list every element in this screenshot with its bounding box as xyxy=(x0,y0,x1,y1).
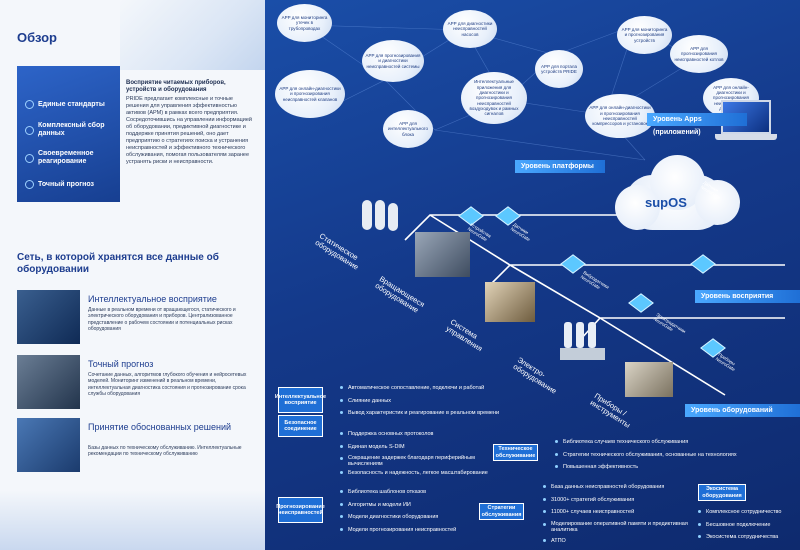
list-item: Моделирование оперативной памяти и преди… xyxy=(543,521,688,537)
list-item: Алгоритмы и модели ИИ xyxy=(340,501,480,514)
card-forecast: Точный прогноз Сочетание данных, алгорит… xyxy=(17,355,251,409)
perception-list: Автоматическое сопоставление, подключи и… xyxy=(340,384,540,422)
right-panel: APP для мониторинга утечек в трубопровод… xyxy=(265,0,800,550)
card-text: Сочетание данных, алгоритмов глубокого о… xyxy=(88,372,247,397)
feature-label: Точный прогноз xyxy=(38,181,95,188)
overview-title: Обзор xyxy=(17,30,57,45)
list-item: База данных неисправностей оборудования xyxy=(543,483,688,496)
app-bubble[interactable]: APP для интеллектуального блока xyxy=(383,110,433,148)
list-item: 11000+ случаев неисправностей xyxy=(543,508,688,521)
response-icon xyxy=(25,153,34,163)
card-image xyxy=(17,418,80,472)
list-item: Автоматическое сопоставление, подключи и… xyxy=(340,384,540,397)
left-top-art xyxy=(120,0,265,70)
list-item: Комплексное сотрудничество xyxy=(698,508,798,521)
maintenance-list: Библиотека случаев технического обслужив… xyxy=(555,438,775,476)
list-item: АТПО xyxy=(543,537,688,550)
list-item: Безопасность и надежность, легкое масшта… xyxy=(340,469,490,482)
perception-tag: Интеллектуальное восприятие xyxy=(275,387,326,413)
app-bubble[interactable]: APP для диагностики неисправностей насос… xyxy=(443,10,497,48)
card-title: Интеллектуальное восприятие xyxy=(88,294,217,304)
feature-item: Комплексный сбор данных xyxy=(25,122,117,138)
list-item: Поддержка основных протоколов xyxy=(340,430,490,443)
instruments-image xyxy=(625,362,673,397)
overview-heading: Восприятие читаемых приборов, устройств … xyxy=(126,80,226,93)
list-item: Слияние данных xyxy=(340,397,540,410)
feature-label: Своевременное реагирование xyxy=(38,150,94,165)
prediction-tag: Прогнозирование неисправностей xyxy=(276,497,325,523)
overview-feature-panel: Единые стандарты Комплексный сбор данных… xyxy=(17,66,120,202)
list-item: Повышенная эффективность xyxy=(555,463,775,476)
card-text: Данные в реальном времени от вращающегос… xyxy=(88,307,236,332)
list-item: 31000+ стратегий обслуживания xyxy=(543,496,688,509)
list-item: Сокращение задержек благодаря периферийн… xyxy=(340,455,490,469)
electrical-equipment-image xyxy=(560,322,605,362)
cloud-icon xyxy=(605,150,745,240)
static-equipment-image xyxy=(360,195,400,235)
feature-item: Единые стандарты xyxy=(25,100,105,109)
list-item: Библиотека шаблонов отказов xyxy=(340,488,480,501)
standard-icon xyxy=(25,100,34,109)
card-decisions: Принятие обоснованных решений Базы данны… xyxy=(17,418,251,472)
strategies-tag: Стратегии обслуживания xyxy=(479,503,524,520)
left-bottom-art xyxy=(0,490,265,550)
connection-tag: Безопасное соединение xyxy=(278,415,323,437)
list-item: Стратегии технического обслуживания, осн… xyxy=(555,451,775,464)
rotating-equipment-image xyxy=(415,232,470,277)
card-perception: Интеллектуальное восприятие Данные в реа… xyxy=(17,290,251,344)
prediction-list: Библиотека шаблонов отказов Алгоритмы и … xyxy=(340,488,480,538)
level-equipment: Уровень оборудований xyxy=(685,404,800,417)
level-perception: Уровень восприятия xyxy=(695,290,800,303)
maintenance-tag: Техническое обслуживание xyxy=(493,444,538,461)
card-title: Точный прогноз xyxy=(88,359,154,369)
strategies-list: База данных неисправностей оборудования … xyxy=(543,483,688,549)
connection-list: Поддержка основных протоколов Единая мод… xyxy=(340,430,490,482)
overview-body: PRIDE предлагает комплексные и точные ре… xyxy=(126,96,252,165)
ecosystem-tag: Экосистема оборудования xyxy=(698,484,746,501)
ecosystem-list: Комплексное сотрудничество Бесшовное под… xyxy=(698,508,798,546)
app-bubble[interactable]: APP для прогнозирования неисправностей к… xyxy=(670,35,728,73)
feature-label: Комплексный сбор данных xyxy=(38,122,105,137)
platform-name: supOS xyxy=(645,195,687,210)
control-system-image xyxy=(485,282,535,322)
network-title: Сеть, в которой хранятся все данные об о… xyxy=(17,252,219,275)
app-bubble[interactable]: APP для онлайн-диагностики и прогнозиров… xyxy=(275,70,345,118)
list-item: Вывод характеристик и реагирование в реа… xyxy=(340,409,540,422)
app-bubble[interactable]: APP для портала устройств PRIDE xyxy=(535,50,583,88)
feature-item: Точный прогноз xyxy=(25,180,94,189)
card-image xyxy=(17,355,80,409)
list-item: Экосистема сотрудничества xyxy=(698,533,798,546)
card-text: Базы данных по техническому обслуживанию… xyxy=(88,445,242,458)
app-bubble[interactable]: APP для мониторинга и прогнозирования ус… xyxy=(617,16,672,54)
card-title: Принятие обоснованных решений xyxy=(88,422,231,432)
app-bubble[interactable]: APP для прогнозирования и диагностики не… xyxy=(362,40,424,82)
data-collection-icon xyxy=(25,125,34,135)
level-platform: Уровень платформы xyxy=(515,160,605,173)
list-item: Библиотека случаев технического обслужив… xyxy=(555,438,775,451)
left-panel: Обзор Единые стандарты Комплексный сбор … xyxy=(0,0,265,550)
app-bubble[interactable]: APP для онлайн-диагностики и прогнозиров… xyxy=(585,94,655,138)
app-bubble[interactable]: APP для мониторинга утечек в трубопровод… xyxy=(277,4,332,42)
level-apps: Уровень Apps (приложений) xyxy=(647,113,747,136)
list-item: Модели диагностики оборудования xyxy=(340,513,480,526)
card-image xyxy=(17,290,80,344)
app-bubble[interactable]: Интеллектуальные приложения для диагност… xyxy=(461,72,527,124)
list-item: Модели прогнозирования неисправностей xyxy=(340,526,480,539)
forecast-icon xyxy=(25,180,34,189)
feature-label: Единые стандарты xyxy=(38,101,105,108)
list-item: Единая модель S-DIM xyxy=(340,443,490,456)
feature-item: Своевременное реагирование xyxy=(25,150,117,166)
list-item: Бесшовное подключение xyxy=(698,521,798,534)
